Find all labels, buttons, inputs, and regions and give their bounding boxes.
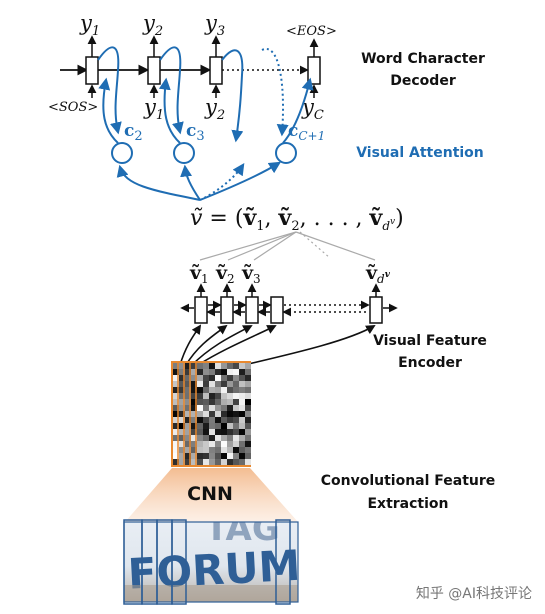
encoder-label-line1: Visual Feature xyxy=(373,333,487,349)
feature-map-pixels xyxy=(173,363,251,465)
context-c3: c3 xyxy=(186,121,205,144)
decoder-label-line2: Decoder xyxy=(390,73,456,89)
decoder-cell-2 xyxy=(147,56,161,85)
encoder-cell-d xyxy=(369,296,383,324)
encoder-cell-1 xyxy=(194,296,208,324)
attention-loop-2 xyxy=(159,46,184,135)
extraction-label-line2: Extraction xyxy=(367,496,448,512)
fan-dotted xyxy=(199,163,245,201)
attention-loop-1 xyxy=(97,46,122,135)
output-eos: <EOS> xyxy=(286,24,337,39)
attention-node-3 xyxy=(275,142,297,164)
context-arrow-3 xyxy=(158,77,181,144)
decoder-label-line1: Word Character xyxy=(361,51,485,67)
encoder-cell-4 xyxy=(270,296,284,324)
decoder-cell-3 xyxy=(209,56,223,85)
fan-to-node-2 xyxy=(180,164,201,201)
input-y1: y1 xyxy=(143,95,164,123)
enc-vec-2: ṽ2 xyxy=(215,262,235,286)
fan-to-node-1 xyxy=(116,164,201,201)
cnn-section: CNN Convolutional Feature Extraction xyxy=(125,468,495,522)
decoder-cell-1 xyxy=(85,56,99,85)
enc-vec-1: ṽ1 xyxy=(189,262,209,286)
output-y2: y2 xyxy=(142,11,163,39)
context-arrow-C xyxy=(282,77,314,144)
cnn-receptive-fan xyxy=(125,468,298,522)
input-sos: <SOS> xyxy=(48,100,98,115)
context-cC1: cC+1 xyxy=(288,121,325,143)
fan-to-node-3 xyxy=(199,161,282,201)
input-y2: y2 xyxy=(204,95,225,123)
attention-node-2 xyxy=(173,142,195,164)
input-image-partial-text: TAG xyxy=(205,509,280,549)
encoder-cell-3 xyxy=(245,296,259,324)
enc-vec-d: ṽdv xyxy=(365,262,391,286)
output-y3: y3 xyxy=(204,11,225,39)
feature-map xyxy=(171,361,251,467)
attention-loop-dotted xyxy=(261,47,289,137)
feature-set-equation: ṽ = (ṽ1, ṽ2, . . . , ṽdv) xyxy=(190,205,404,234)
watermark: 知乎 @AI科技评论 xyxy=(416,585,532,602)
attention-label: Visual Attention xyxy=(356,145,484,161)
input-image: TAG FORUM xyxy=(123,509,299,605)
context-arrow-2 xyxy=(98,77,119,144)
enc-vec-3: ṽ3 xyxy=(241,262,261,286)
context-c2: c2 xyxy=(124,121,143,144)
encoder-cell-2 xyxy=(220,296,234,324)
receptive-windows xyxy=(123,519,291,605)
equation: ṽ = (ṽ1, ṽ2, . . . , ṽdv) xyxy=(190,205,404,234)
encoder-section: ṽ1 ṽ2 ṽ3 ṽdv Visual Feature Encoder xyxy=(179,262,487,371)
attention-node-1 xyxy=(111,142,133,164)
output-y1: y1 xyxy=(79,11,100,39)
cnn-label: CNN xyxy=(187,483,233,505)
equation-connectors xyxy=(199,231,376,261)
decoder-section: y1 y2 y3 <EOS> <SOS> y1 y2 yC Word Chara… xyxy=(48,11,485,123)
attention-section: c2 c3 cC+1 Visual Attention xyxy=(97,46,484,201)
attention-loop-3 xyxy=(221,49,244,143)
encoder-label-line2: Encoder xyxy=(398,355,462,371)
extraction-label-line1: Convolutional Feature xyxy=(321,473,496,489)
